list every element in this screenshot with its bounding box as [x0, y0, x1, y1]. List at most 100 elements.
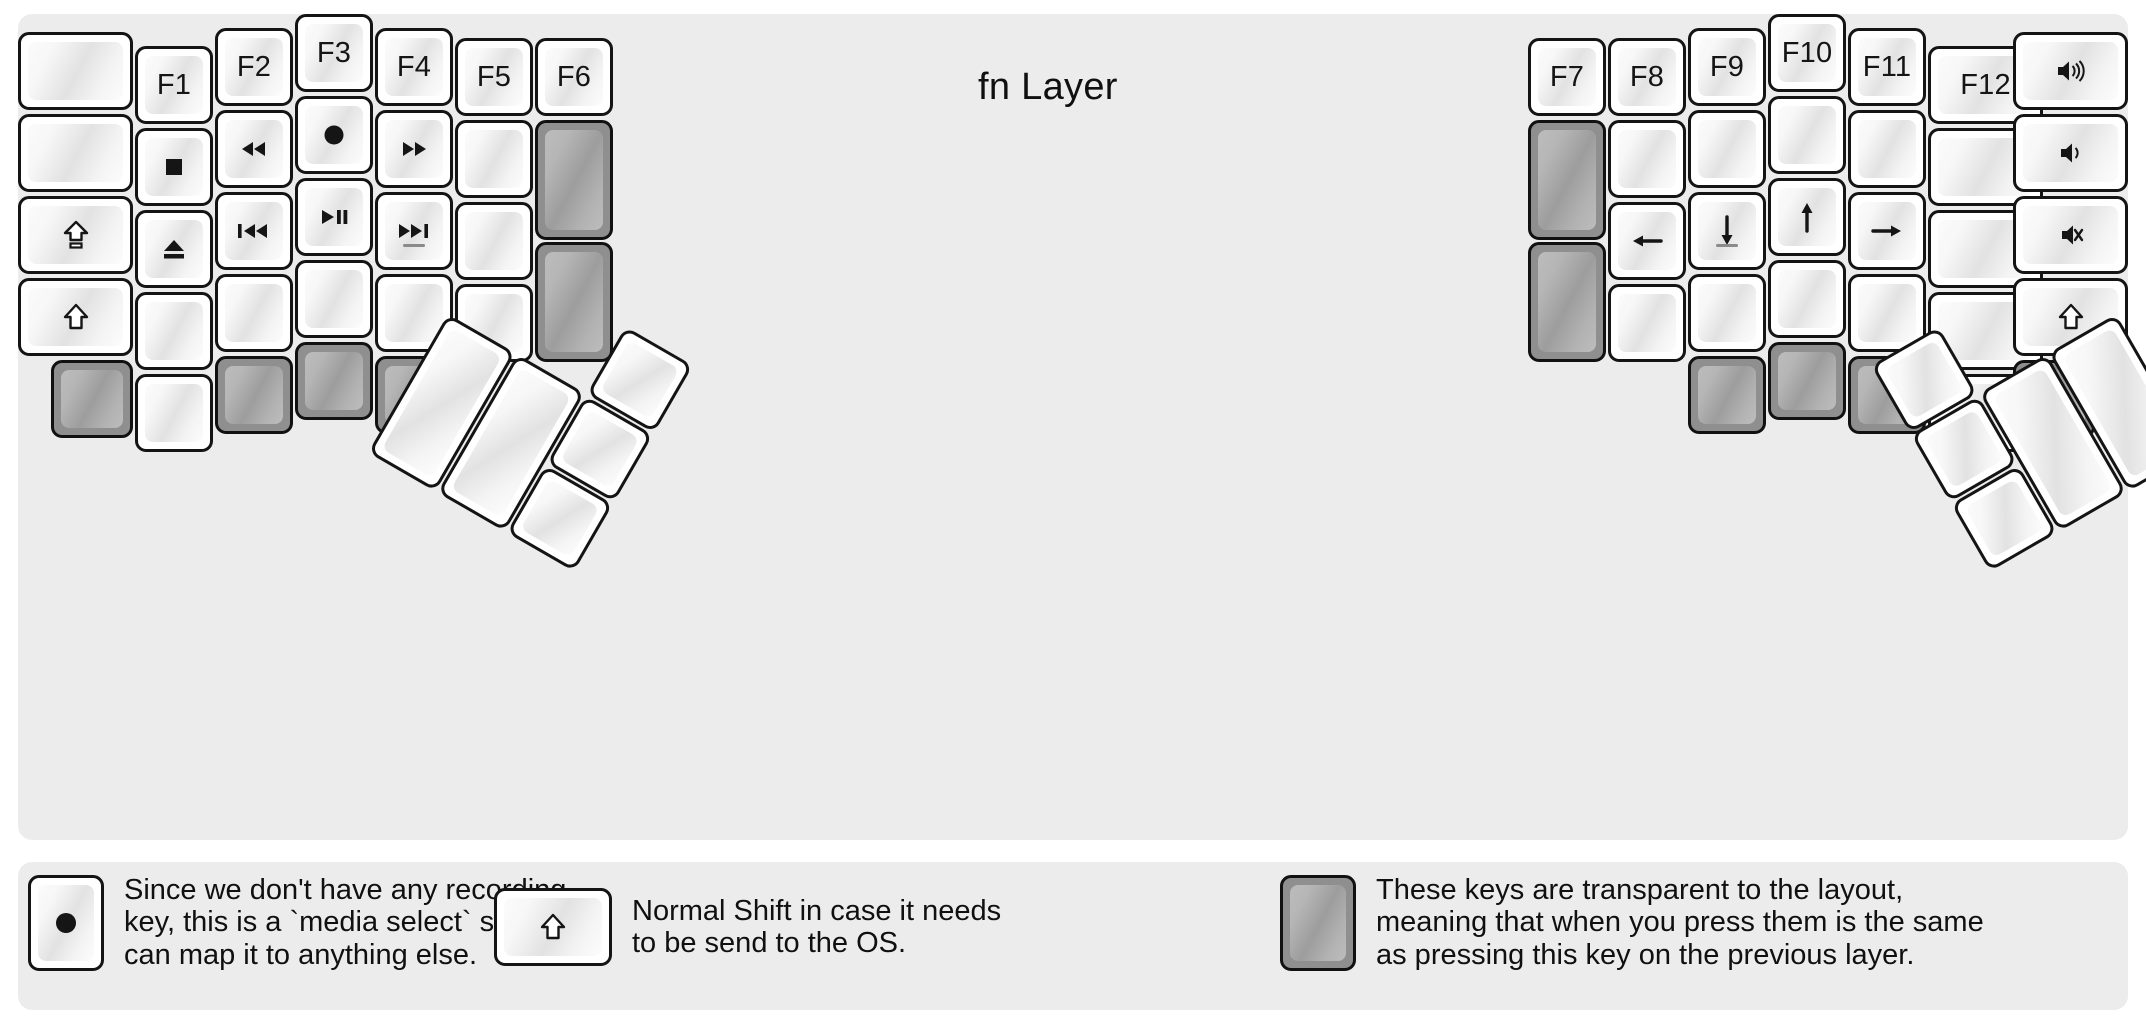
key-label: F9 [1709, 50, 1745, 83]
key-right-f10[interactable]: F10 [1768, 14, 1846, 92]
key-left-middle-4[interactable] [295, 260, 373, 338]
key-right-ring-2[interactable] [1768, 96, 1846, 174]
key-left-caps-lock[interactable] [18, 196, 133, 274]
key-left-inner-2[interactable] [455, 120, 533, 198]
key-right-arrow-left[interactable] [1608, 202, 1686, 280]
volume-up-icon [2054, 58, 2088, 84]
key-label: F8 [1629, 60, 1665, 93]
key-right-pinky-4[interactable] [1848, 274, 1926, 352]
legend-key-media-record [28, 874, 104, 971]
homing-bump [1716, 244, 1738, 247]
key-left-media-record[interactable] [295, 96, 373, 174]
page-title: fn Layer [978, 66, 1118, 108]
key-right-inner-transparent-1[interactable] [1528, 120, 1606, 240]
legend-text: These keys are transparent to the layout… [1376, 874, 1984, 971]
key-left-media-rewind[interactable] [215, 110, 293, 188]
key-right-ring-4[interactable] [1768, 260, 1846, 338]
key-left-f4[interactable]: F4 [375, 28, 453, 106]
arrow-down-icon [1716, 214, 1738, 248]
media-fast-forward-icon [398, 139, 430, 159]
key-label: F12 [1960, 68, 2011, 101]
shift-up-icon [2058, 303, 2084, 331]
key-left-f5[interactable]: F5 [455, 38, 533, 116]
key-left-pinky-5[interactable] [135, 374, 213, 452]
key-left-media-stop[interactable] [135, 128, 213, 206]
key-right-arrow-right[interactable] [1848, 192, 1926, 270]
key-right-volume-up[interactable] [2013, 32, 2128, 110]
arrow-right-icon [1870, 220, 1904, 242]
key-right-ring-transparent[interactable] [1768, 342, 1846, 420]
key-left-innermost-transparent-1[interactable] [535, 120, 613, 240]
key-left-index-4[interactable] [375, 274, 453, 352]
legend-item-transparent: These keys are transparent to the layout… [1280, 874, 1984, 971]
key-left-f1[interactable]: F1 [135, 46, 213, 124]
legend-item-shift: Normal Shift in case it needs to be send… [494, 888, 1001, 966]
key-label: F6 [556, 60, 592, 93]
key-label: F5 [476, 60, 512, 93]
media-stop-icon [163, 156, 185, 178]
keyboard-panel: fn Layer F1 F2 F3 [18, 14, 2146, 840]
arrow-left-icon [1630, 230, 1664, 252]
key-left-outer-1[interactable] [18, 32, 133, 110]
key-left-media-play-pause[interactable] [295, 178, 373, 256]
volume-down-icon [2057, 140, 2085, 166]
key-left-innermost-transparent-2[interactable] [535, 242, 613, 362]
key-label: F7 [1549, 60, 1585, 93]
key-right-arrow-up[interactable] [1768, 178, 1846, 256]
key-left-media-fast-forward[interactable] [375, 110, 453, 188]
caps-lock-icon [63, 220, 89, 250]
media-prev-track-icon [236, 221, 272, 241]
key-left-media-prev-track[interactable] [215, 192, 293, 270]
legend-panel: Since we don't have any recording key, t… [18, 862, 2128, 1010]
key-left-ring-4[interactable] [215, 274, 293, 352]
key-left-outer-2[interactable] [18, 114, 133, 192]
key-right-f7[interactable]: F7 [1528, 38, 1606, 116]
key-left-ring-transparent[interactable] [215, 356, 293, 434]
arrow-up-icon [1796, 200, 1818, 234]
legend-key-transparent [1280, 874, 1356, 971]
key-right-volume-down[interactable] [2013, 114, 2128, 192]
key-right-f8[interactable]: F8 [1608, 38, 1686, 116]
key-right-inner-transparent-2[interactable] [1528, 242, 1606, 362]
media-record-icon [322, 123, 346, 147]
key-label: F11 [1862, 50, 1912, 83]
media-record-icon [53, 910, 79, 936]
key-label: F2 [236, 50, 272, 83]
key-right-index-2[interactable] [1608, 120, 1686, 198]
key-left-media-next-track[interactable] [375, 192, 453, 270]
key-label: F10 [1781, 36, 1833, 69]
key-left-media-eject[interactable] [135, 210, 213, 288]
key-left-pinky-4[interactable] [135, 292, 213, 370]
key-right-arrow-down[interactable] [1688, 192, 1766, 270]
key-label: F1 [156, 68, 192, 101]
key-left-f2[interactable]: F2 [215, 28, 293, 106]
key-label: F4 [396, 50, 432, 83]
legend-text: Normal Shift in case it needs to be send… [632, 894, 1002, 959]
key-left-f3[interactable]: F3 [295, 14, 373, 92]
key-right-volume-mute[interactable] [2013, 196, 2128, 274]
key-left-shift[interactable] [18, 278, 133, 356]
key-right-index-4[interactable] [1608, 284, 1686, 362]
key-left-inner-3[interactable] [455, 202, 533, 280]
media-play-pause-icon [318, 207, 350, 227]
key-left-outer-transparent[interactable] [51, 360, 133, 438]
key-right-f11[interactable]: F11 [1848, 28, 1926, 106]
key-right-middle-4[interactable] [1688, 274, 1766, 352]
shift-up-icon [540, 913, 566, 941]
key-right-middle-2[interactable] [1688, 110, 1766, 188]
media-rewind-icon [238, 139, 270, 159]
shift-up-icon [63, 303, 89, 331]
media-eject-icon [161, 237, 187, 261]
legend-key-shift [494, 888, 612, 966]
homing-bump [403, 244, 425, 247]
key-left-middle-transparent[interactable] [295, 342, 373, 420]
key-right-pinky-2[interactable] [1848, 110, 1926, 188]
volume-mute-icon [2058, 222, 2084, 248]
key-right-f9[interactable]: F9 [1688, 28, 1766, 106]
legend-text: Since we don't have any recording key, t… [124, 874, 575, 971]
media-next-track-icon [396, 221, 432, 241]
key-label: F3 [316, 36, 352, 69]
key-right-middle-transparent[interactable] [1688, 356, 1766, 434]
key-left-f6[interactable]: F6 [535, 38, 613, 116]
